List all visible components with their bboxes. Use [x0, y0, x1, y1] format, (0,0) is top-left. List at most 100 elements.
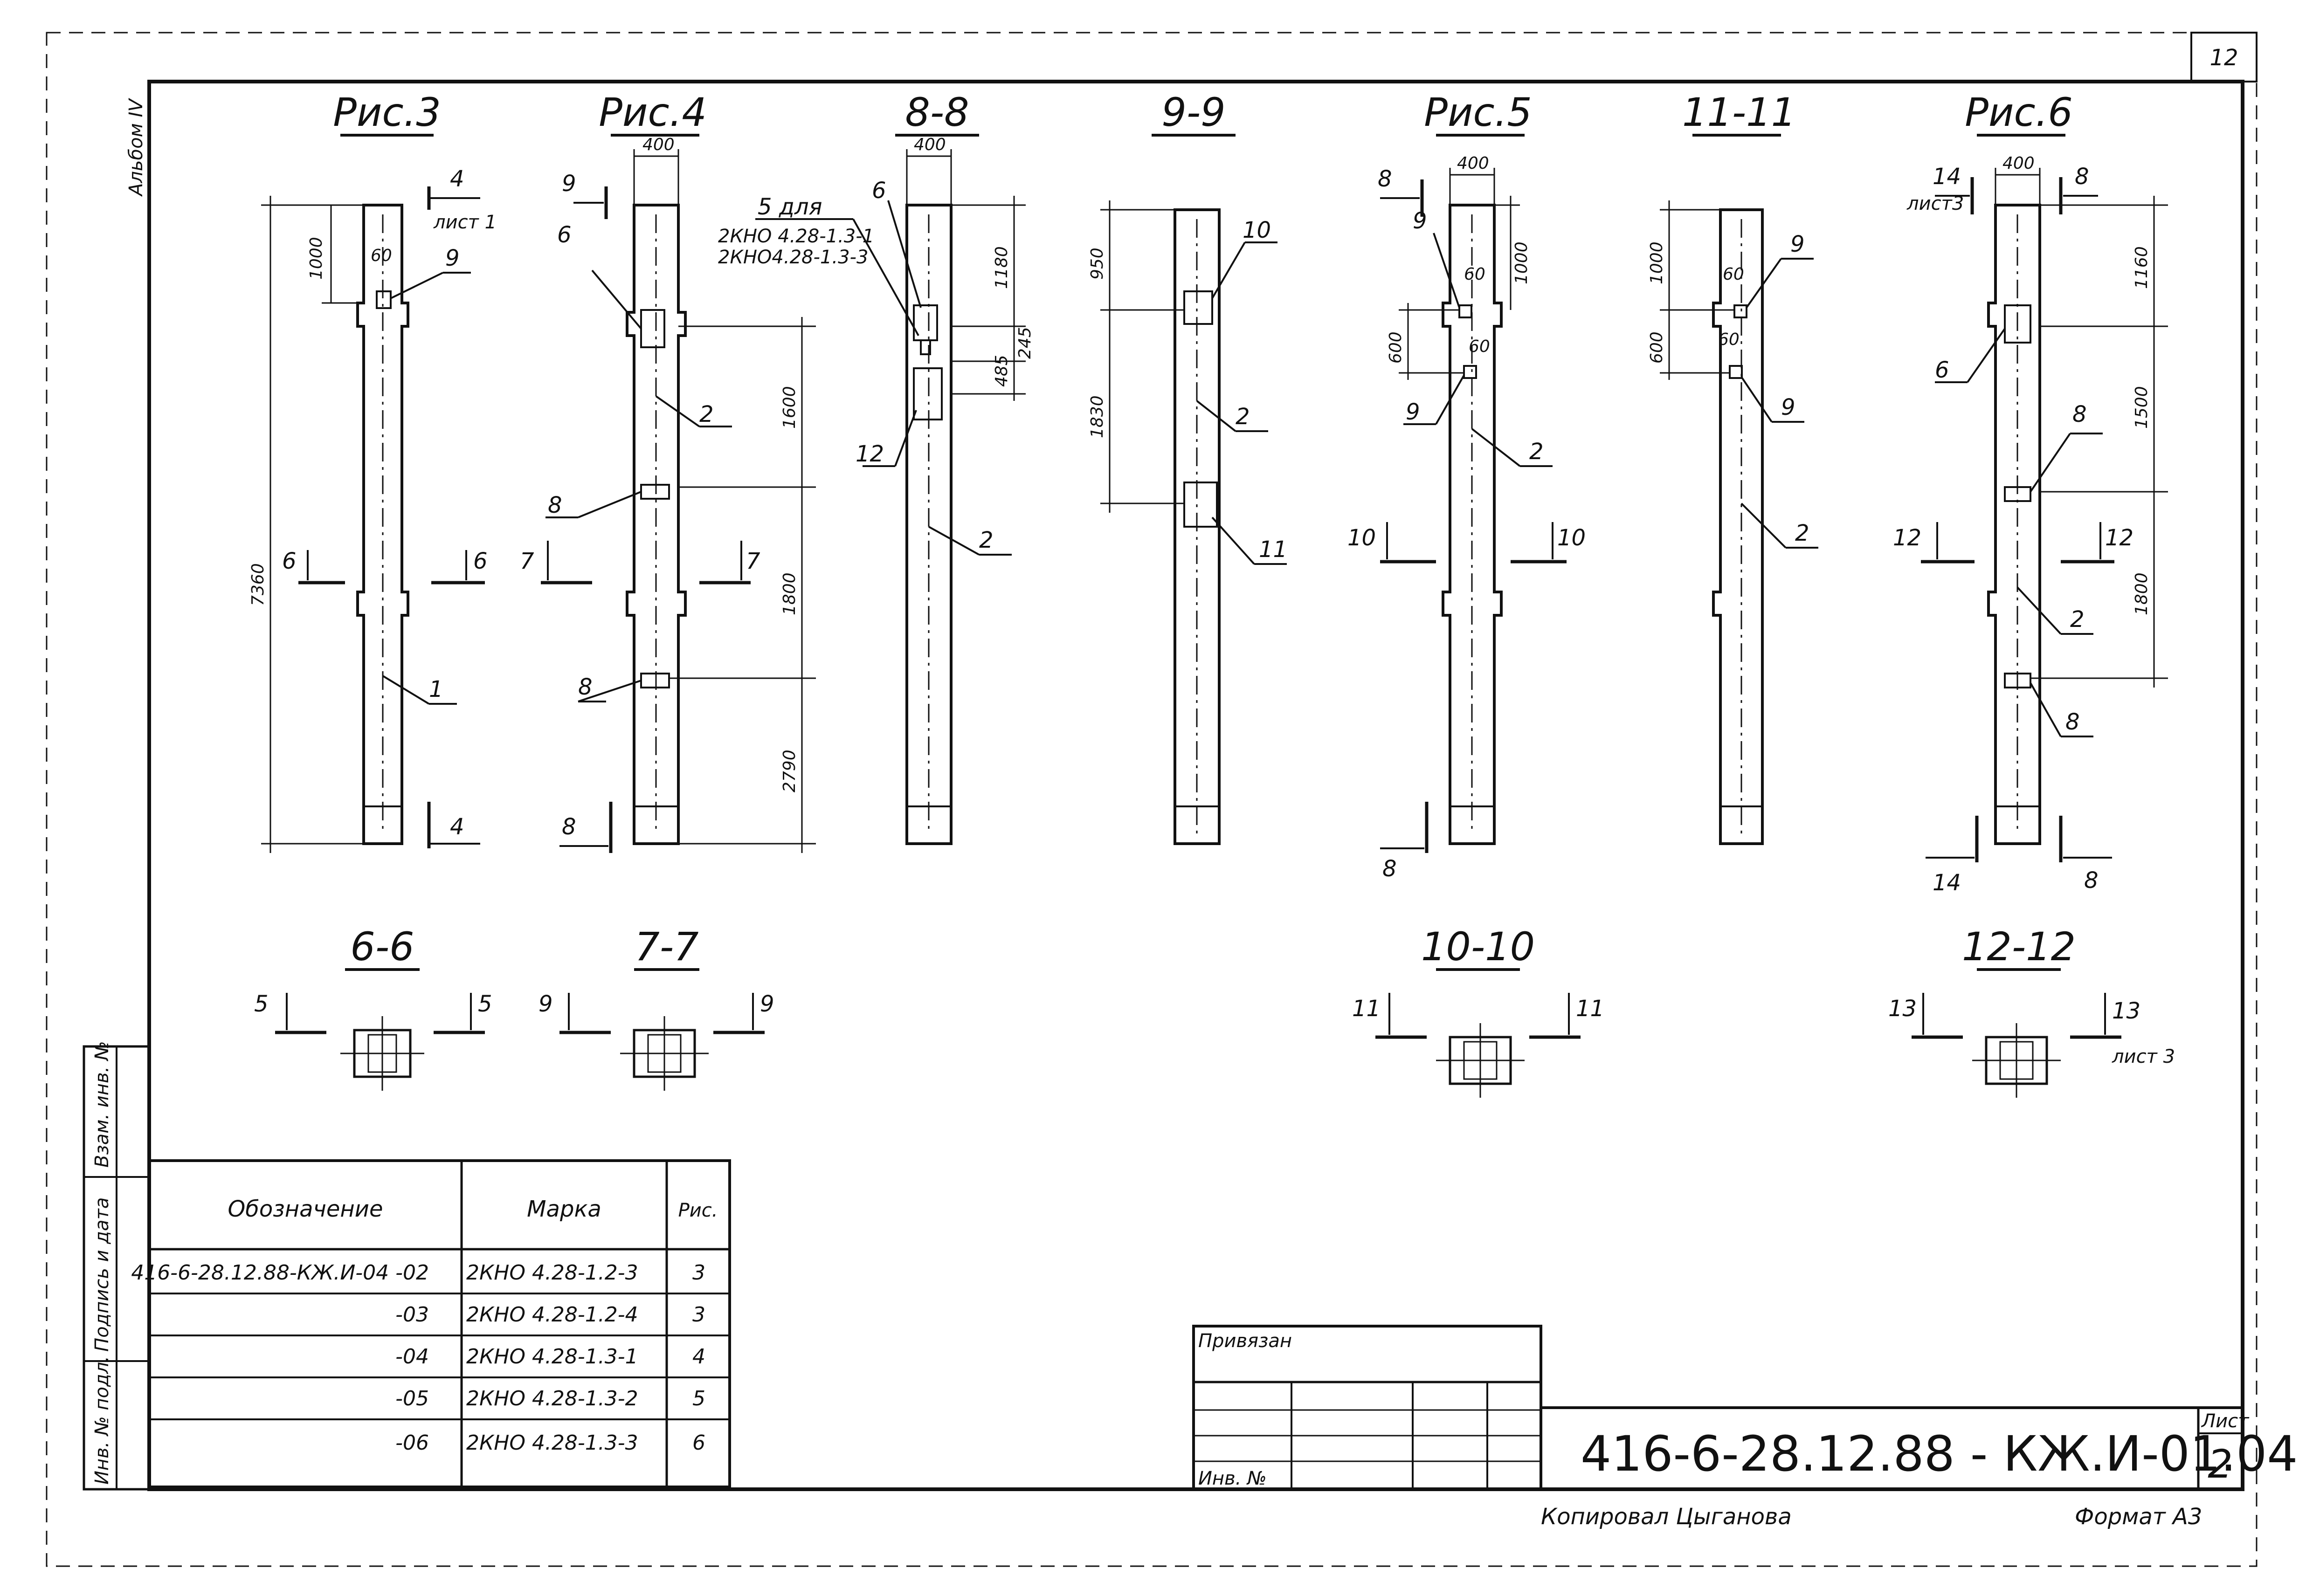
fig3-title: Рис.3 [333, 89, 441, 135]
fig5-sec-10-left: 10 [1347, 525, 1376, 551]
fig5-sec-10-right: 10 [1557, 525, 1586, 551]
fig4-dim-1600: 1600 [780, 386, 799, 429]
table-cell: -06 [395, 1431, 429, 1455]
fig4-ref-2: 2 [699, 401, 714, 427]
s1212-title: 12-12 [1962, 924, 2076, 970]
fig5-title: Рис.5 [1424, 89, 1532, 135]
s1111-title: 11-11 [1682, 89, 1796, 135]
stamp-inv: Инв. № подл. [91, 1356, 113, 1485]
s77-right: 9 [760, 991, 774, 1017]
s99-dim-1830: 1830 [1088, 395, 1107, 438]
fig6-ref-2: 2 [2070, 606, 2085, 633]
s99-dim-950: 950 [1088, 248, 1107, 280]
fig6-ref-8b: 8 [2065, 709, 2080, 735]
fig4-width: 400 [642, 135, 675, 154]
table-cell: -05 [395, 1387, 429, 1410]
fig4-sec-7-left: 7 [520, 548, 534, 574]
fig5-ref-9a: 9 [1413, 208, 1427, 234]
format-label: Формат А3 [2075, 1504, 2202, 1530]
s77-title: 7-7 [635, 924, 698, 970]
fig3-sec-6-left: 6 [282, 548, 297, 574]
s1111-dim-60a: 60 [1723, 265, 1744, 284]
fig5-dim-1000: 1000 [1512, 241, 1531, 284]
fig3-cut-top-sheet: лист 1 [433, 212, 497, 233]
fig5-dim-60a: 60 [1464, 265, 1485, 284]
table-cell: 2КНО 4.28-1.3-1 [466, 1345, 638, 1369]
stamp-podpis: Подпись и дата [91, 1197, 113, 1352]
table-cell: 2КНО 4.28-1.3-2 [466, 1387, 638, 1410]
fig6-column: Рис.6 400 1160 1500 1800 6 8 2 8 14 [1893, 89, 2168, 896]
s88-note-5: 5 для [758, 194, 822, 220]
s1010-right: 11 [1576, 996, 1604, 1022]
fig4-column: Рис.4 400 1600 1800 2790 6 2 8 8 9 [520, 89, 816, 853]
fig4-sec-7-right: 7 [746, 548, 760, 574]
fig3-sec-6-right: 6 [473, 548, 488, 574]
s1111-dim-60b: 60 [1718, 330, 1740, 349]
table-cell: 2КНО 4.28-1.2-4 [466, 1303, 638, 1327]
s88-dim-245: 245 [1015, 327, 1035, 359]
fig3-ref-1: 1 [429, 676, 443, 702]
fig3-column: Рис.3 1000 7360 60 9 1 4 лист 1 6 6 4 [249, 89, 497, 853]
table-cell: 416-6-28.12.88-КЖ.И-04 -02 [131, 1261, 429, 1285]
table-cell: 3 [692, 1303, 705, 1327]
inner-frame [147, 80, 2244, 1491]
section-6-6: 6-6 5 5 [254, 924, 492, 1091]
section-12-12: 12-12 13 13 лист 3 [1888, 924, 2175, 1098]
s88-note-line1: 2КНО 4.28-1.3-1 [718, 226, 874, 247]
s99-ref-11: 11 [1259, 537, 1287, 563]
table-cell: 2КНО 4.28-1.2-3 [466, 1261, 638, 1285]
s1111-dim-600: 600 [1647, 331, 1666, 364]
fig5-sec-8-top: 8 [1378, 166, 1392, 192]
s88-ref-6: 6 [872, 178, 886, 204]
fig6-sec-8-bottom: 8 [2084, 867, 2099, 894]
s88-title: 8-8 [905, 89, 969, 135]
fig4-ref-8a: 8 [548, 492, 562, 518]
fig6-ref-6: 6 [1935, 357, 1949, 383]
s99-ref-10: 10 [1243, 217, 1271, 243]
s1010-left: 11 [1352, 996, 1381, 1022]
table-cell: 2КНО 4.28-1.3-3 [466, 1431, 638, 1455]
inv-no-label: Инв. № [1198, 1468, 1267, 1489]
section-8-8: 8-8 400 1180 245 485 5 для 2КНО 4.28-1.3… [718, 89, 1035, 845]
fig6-dim-1800: 1800 [2132, 572, 2151, 615]
corner-sheet-box [2190, 32, 2258, 83]
s66-title: 6-6 [350, 924, 414, 970]
outer-frame [46, 32, 2258, 1567]
spec-table: Обозначение Марка Рис. 416-6-28.12.88-КЖ… [131, 1159, 731, 1488]
section-10-10: 10-10 11 11 [1352, 924, 1604, 1098]
fig5-dim-600: 600 [1386, 331, 1405, 364]
table-cell: 3 [692, 1261, 705, 1285]
sheet-number: 2 [2208, 1441, 2232, 1487]
table-cell: 4 [692, 1345, 705, 1369]
fig3-dim-top: 1000 [307, 237, 326, 280]
fig3-dim-total: 7360 [249, 563, 268, 606]
s77-left: 9 [539, 991, 553, 1017]
fig6-dim-1500: 1500 [2132, 386, 2151, 429]
s1111-dim-1000: 1000 [1647, 241, 1666, 284]
fig5-ref-2: 2 [1529, 439, 1544, 465]
fig5-sec-8-bottom: 8 [1382, 856, 1397, 882]
table-cell: 6 [692, 1431, 705, 1455]
s66-left: 5 [254, 991, 269, 1017]
fig6-ref-8a: 8 [2072, 401, 2087, 427]
document-code: 416-6-28.12.88 - КЖ.И-01.04 С6 [1581, 1425, 2313, 1482]
s88-dim-1180: 1180 [992, 246, 1011, 289]
fig6-sec-12-left: 12 [1893, 525, 1921, 551]
fig3-dim-pos: 60 [371, 246, 392, 265]
fig6-width: 400 [2002, 154, 2035, 173]
table-header-fig: Рис. [678, 1200, 718, 1221]
s1111-ref-2: 2 [1795, 520, 1809, 546]
section-7-7: 7-7 9 9 [539, 924, 774, 1091]
copied-by: Копировал Цыганова [1541, 1504, 1792, 1530]
s66-right: 5 [478, 991, 492, 1017]
fig3-cut-top: 4 [450, 166, 464, 192]
fig6-dim-1160: 1160 [2132, 246, 2151, 289]
fig6-sec-14-bottom: 14 [1933, 870, 1961, 896]
fig4-dim-2790: 2790 [780, 750, 799, 792]
s88-ref-2: 2 [979, 527, 994, 553]
s1010-title: 10-10 [1421, 924, 1535, 970]
s88-ref-12: 12 [856, 441, 884, 467]
s99-ref-2: 2 [1236, 404, 1250, 430]
title-block: Привязан Инв. № 416-6-28.12.88 - КЖ.И-01… [1192, 1325, 2313, 1491]
s1212-left: 13 [1888, 996, 1917, 1022]
